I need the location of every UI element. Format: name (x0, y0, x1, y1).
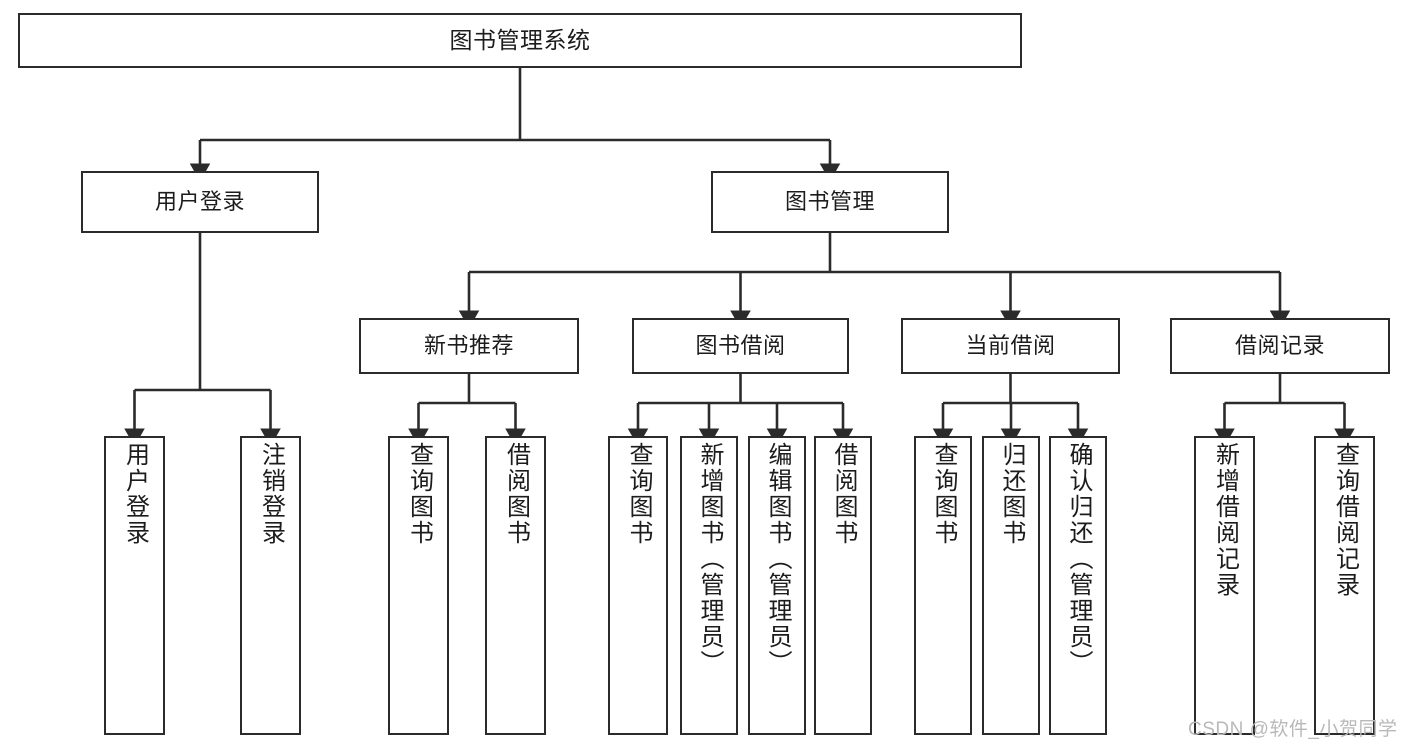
node-label: 借阅记录 (1234, 332, 1325, 358)
node-label: 借阅图书 (502, 442, 530, 546)
node-l-nb-borrow[interactable]: 借阅图书 (485, 436, 546, 735)
node-label: 查询借阅记录 (1331, 442, 1359, 598)
node-label: 查询图书 (405, 442, 433, 546)
node-n-bookmgmt[interactable]: 图书管理 (711, 171, 949, 233)
node-label: 查询图书 (930, 442, 957, 546)
node-label: 归还图书 (998, 442, 1025, 546)
node-l-nb-query[interactable]: 查询图书 (388, 436, 449, 735)
node-label: 图书管理 (784, 188, 875, 214)
node-l-rc-add[interactable]: 新增借阅记录 (1194, 436, 1255, 735)
node-l-cu-confirm[interactable]: 确认归还（管理员） (1049, 436, 1107, 735)
node-l-bk-query[interactable]: 查询图书 (608, 436, 668, 735)
node-n-records[interactable]: 借阅记录 (1170, 318, 1390, 374)
node-label: 查询图书 (625, 442, 652, 546)
watermark-text: CSDN @软件_小贺同学 (1188, 719, 1398, 740)
node-label: 确认归还（管理员） (1065, 442, 1092, 676)
node-label: 用户登录 (154, 188, 245, 214)
node-label: 注销登录 (257, 442, 285, 546)
node-l-userlogin[interactable]: 用户登录 (104, 436, 165, 735)
node-label: 编辑图书（管理员） (764, 442, 791, 676)
node-l-bk-borrow[interactable]: 借阅图书 (814, 436, 872, 735)
node-label: 新增图书（管理员） (696, 442, 723, 676)
node-label: 图书借阅 (695, 332, 786, 358)
node-label: 新增借阅记录 (1211, 442, 1239, 598)
node-l-logout[interactable]: 注销登录 (240, 436, 301, 735)
node-label: 当前借阅 (965, 332, 1056, 358)
node-n-login[interactable]: 用户登录 (81, 171, 319, 233)
node-root[interactable]: 图书管理系统 (18, 13, 1022, 68)
node-label: 用户登录 (121, 442, 149, 546)
node-label: 借阅图书 (830, 442, 857, 546)
node-n-borrow[interactable]: 图书借阅 (632, 318, 849, 374)
node-n-newbook[interactable]: 新书推荐 (359, 318, 579, 374)
node-l-rc-query[interactable]: 查询借阅记录 (1314, 436, 1375, 735)
node-l-bk-add[interactable]: 新增图书（管理员） (680, 436, 738, 735)
node-label: 新书推荐 (423, 332, 514, 358)
node-l-bk-edit[interactable]: 编辑图书（管理员） (748, 436, 806, 735)
node-n-current[interactable]: 当前借阅 (901, 318, 1120, 374)
node-l-cu-return[interactable]: 归还图书 (982, 436, 1040, 735)
node-label: 图书管理系统 (449, 27, 591, 54)
node-l-cu-query[interactable]: 查询图书 (914, 436, 972, 735)
